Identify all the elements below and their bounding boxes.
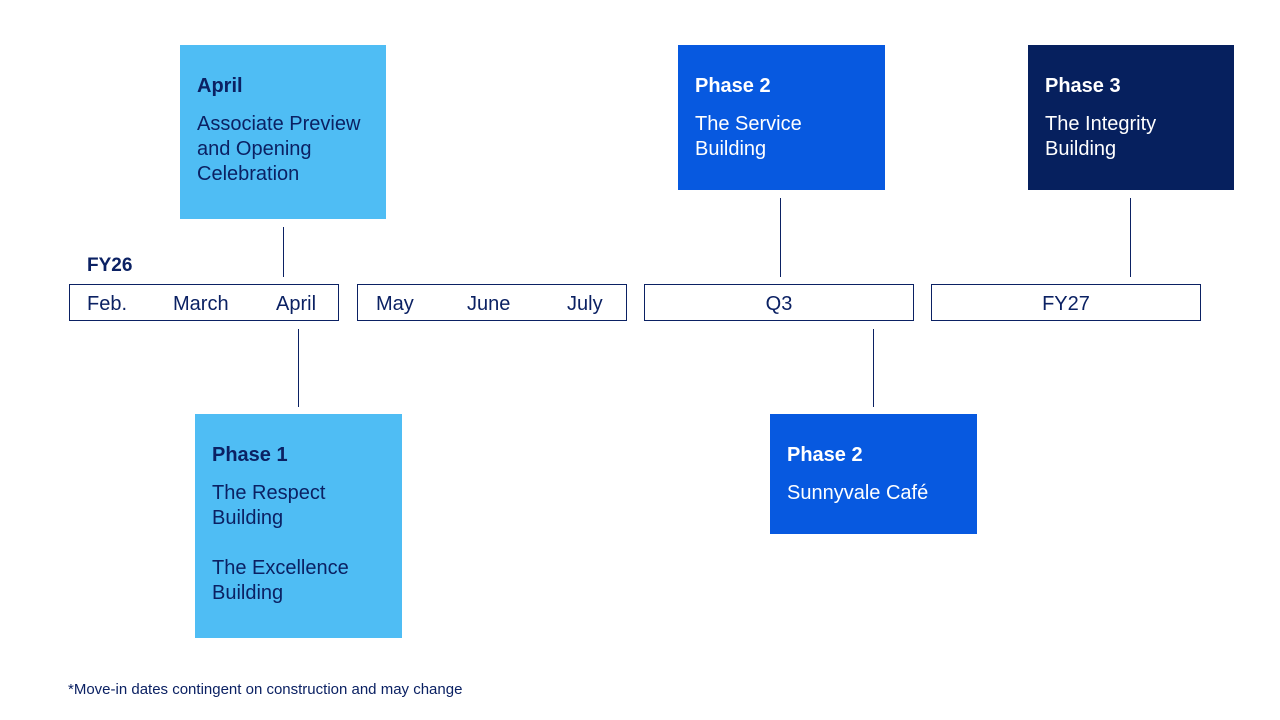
card-phase1-line: Building — [212, 507, 284, 529]
month-label-may: May — [376, 293, 414, 315]
card-phase2-service-title: Phase 2 — [695, 75, 771, 97]
card-phase3: Phase 3 The Integrity Building — [1028, 45, 1234, 190]
card-phase1-title: Phase 1 — [212, 444, 288, 466]
fiscal-label-fy27: FY27 — [1042, 293, 1090, 315]
card-phase2-cafe: Phase 2 Sunnyvale Café — [770, 414, 977, 534]
connector-phase1 — [298, 329, 299, 407]
footnote: *Move-in dates contingent on constructio… — [68, 681, 463, 698]
timeline-segment-fy27 — [931, 284, 1201, 321]
connector-phase3 — [1130, 198, 1131, 277]
card-phase3-line: The Integrity — [1045, 113, 1157, 135]
month-label-june: June — [467, 293, 511, 315]
card-phase2-cafe-title: Phase 2 — [787, 444, 863, 466]
card-april: April Associate Preview and Opening Cele… — [180, 45, 386, 219]
card-april-title: April — [197, 75, 243, 97]
card-phase3-title: Phase 3 — [1045, 75, 1121, 97]
card-phase1-line: Building — [212, 582, 284, 604]
fiscal-year-label: FY26 — [87, 255, 133, 276]
month-label-april: April — [276, 293, 317, 315]
card-phase2-service: Phase 2 The Service Building — [678, 45, 885, 190]
card-phase2-service-line: Building — [695, 138, 767, 160]
month-label-march: March — [173, 293, 229, 315]
timeline-segment-q2 — [357, 284, 627, 321]
connector-phase2-cafe — [873, 329, 874, 407]
quarter-label-q3: Q3 — [765, 293, 793, 315]
timeline-segment-q3 — [644, 284, 914, 321]
card-phase2-service-line: The Service — [695, 113, 802, 135]
month-label-feb: Feb. — [87, 293, 128, 315]
card-phase1: Phase 1 The Respect Building The Excelle… — [195, 414, 402, 638]
connector-april — [283, 227, 284, 277]
card-phase2-cafe-line: Sunnyvale Café — [787, 482, 929, 504]
connector-phase2-service — [780, 198, 781, 277]
month-label-july: July — [567, 293, 603, 315]
card-phase1-line: The Respect — [212, 482, 326, 504]
card-phase1-line: The Excellence — [212, 557, 349, 579]
timeline-segment-q1 — [69, 284, 339, 321]
card-phase3-line: Building — [1045, 138, 1117, 160]
card-april-line: Celebration — [197, 163, 300, 185]
card-april-line: and Opening — [197, 138, 312, 160]
card-april-line: Associate Preview — [197, 113, 361, 135]
